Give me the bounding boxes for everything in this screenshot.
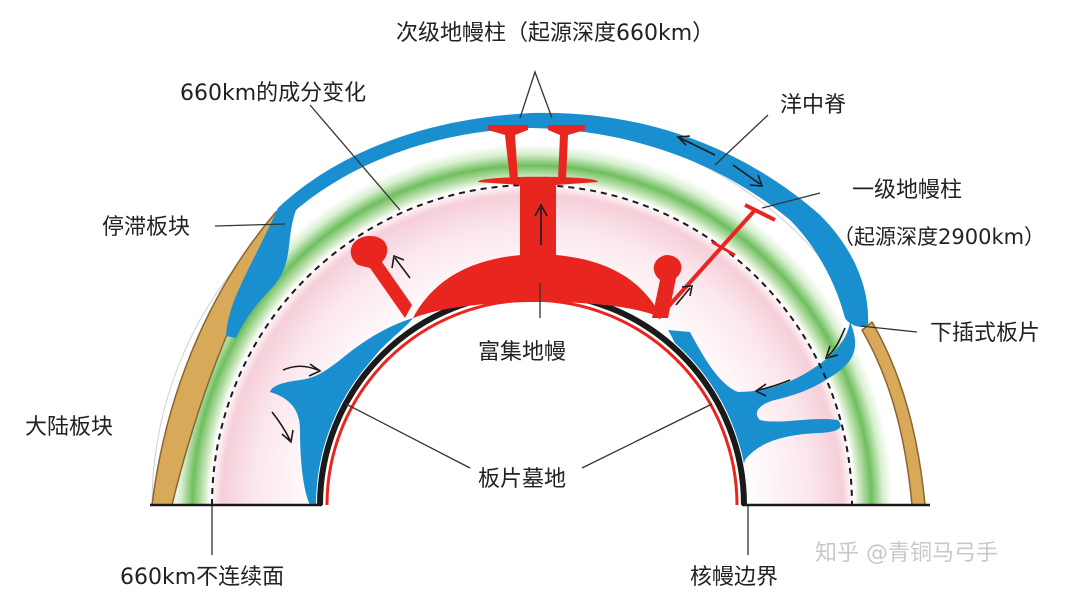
primary-plume-mid [711, 240, 736, 257]
primary-plume-head [744, 203, 776, 222]
secondary-plume-left [488, 125, 528, 180]
primary-plume-stem [656, 208, 757, 320]
label-secondary-plume: 次级地幔柱（起源深度660km） [396, 21, 714, 46]
slab-graveyard-left [270, 318, 413, 505]
discontinuity-660-line [211, 184, 853, 506]
label-discontinuity-660: 660km不连续面 [120, 565, 284, 590]
label-enriched-mantle: 富集地幔 [478, 340, 566, 365]
label-composition-660: 660km的成分变化 [180, 81, 366, 106]
label-continental-plate: 大陆板块 [25, 415, 113, 440]
label-subducting-slab: 下插式板片 [930, 321, 1040, 346]
leader-lines [211, 70, 918, 555]
flow-arrows [271, 135, 846, 444]
label-stagnant-slab: 停滞板块 [102, 215, 190, 240]
label-core-mantle-boundary: 核幔边界 [690, 565, 778, 590]
core-region [316, 289, 748, 505]
left-plume [350, 235, 412, 318]
label-primary-plume-depth: （起源深度2900km） [833, 225, 1045, 249]
label-mid-ocean-ridge: 洋中脊 [780, 93, 846, 118]
watermark-text: 知乎 @青铜马弓手 [815, 541, 998, 566]
label-primary-plume: 一级地幔柱 [852, 178, 962, 203]
secondary-plume-right [548, 125, 585, 180]
continental-plate-right [861, 320, 926, 506]
central-plume [478, 176, 599, 256]
enriched-mantle-dome [413, 254, 662, 318]
right-plume [652, 255, 682, 318]
label-slab-graveyard: 板片墓地 [478, 467, 566, 492]
